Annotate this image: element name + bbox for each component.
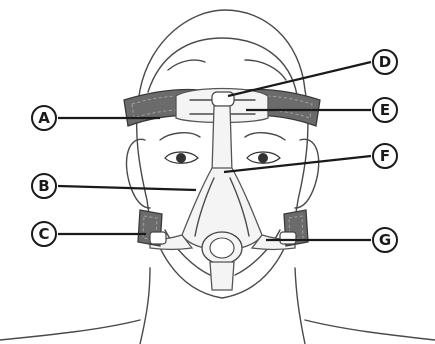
callout-label-d: D [379,53,391,71]
callout-label-f: F [380,147,390,165]
mask-frame [150,106,295,250]
callout-c: C [32,222,146,246]
callout-label-g: G [379,231,391,249]
callout-b: B [32,174,196,198]
callout-label-b: B [38,177,49,195]
callout-d: D [228,50,397,96]
left-eye [165,152,198,163]
callout-label-c: C [38,225,49,243]
right-eye [247,152,280,163]
elbow-connector [202,232,242,290]
callout-label-a: A [38,109,50,127]
callout-label-e: E [380,101,390,119]
